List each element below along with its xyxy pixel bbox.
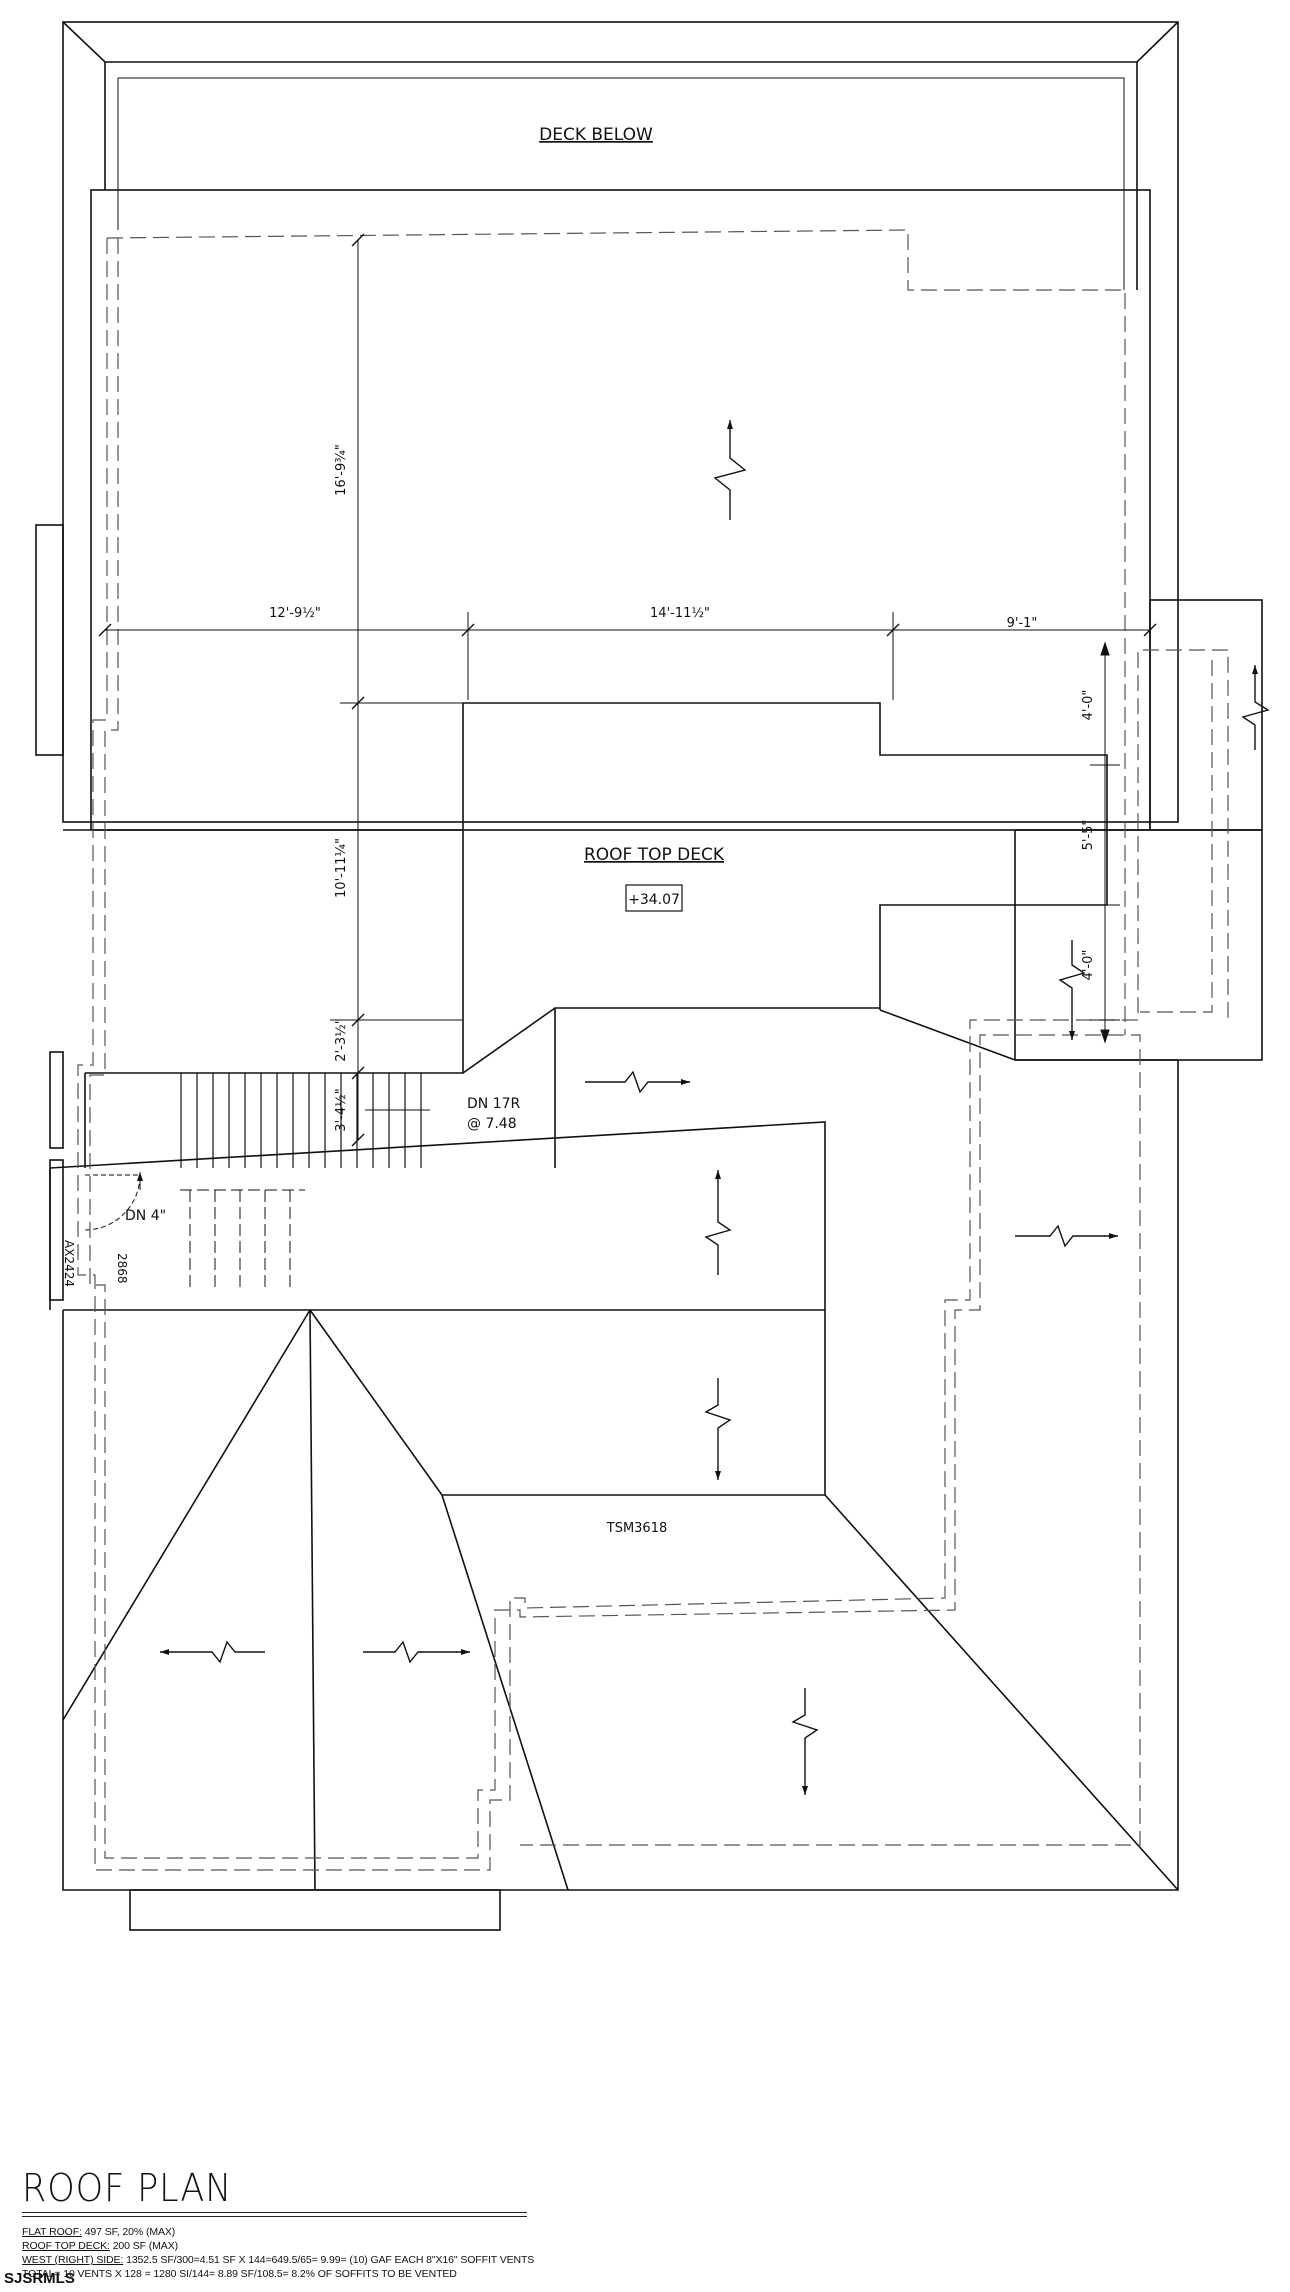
dim-right-top: 4'-0" [1081,690,1096,721]
total-vents-note: TOTAL= 10 VENTS X 128 = 1280 SI/144= 8.8… [22,2268,457,2280]
slope-arrow-east-deck [585,1070,690,1094]
slope-arrow-down-right [1058,940,1086,1040]
slope-arrow-right-bump [1241,665,1270,750]
west-side-value: 1352.5 SF/300=4.51 SF X 144=649.5/65= 9.… [123,2254,535,2266]
slope-arrow-east-hip [363,1640,470,1664]
roof-top-deck-note-label: ROOF TOP DECK: [22,2240,110,2252]
dimension-arrowheads [1100,641,1110,1044]
overhang-dashed-lines [77,229,1229,1871]
title-rule-second [22,2216,527,2217]
stair-riser-label: @ 7.48 [467,1116,517,1132]
dim-width-right: 9'-1" [1007,616,1038,631]
flat-roof-label: FLAT ROOF: [22,2226,82,2238]
west-side-label: WEST (RIGHT) SIDE: [22,2254,124,2266]
roof-top-deck-label: ROOF TOP DECK [584,845,725,865]
stair-down-label: DN 17R [467,1096,521,1112]
deck-below-label: DECK BELOW [539,125,653,145]
elevation-box [625,884,683,912]
roof-outline-lines [35,21,1263,1931]
dim-height-top: 16'-9¾" [334,444,349,496]
west-side-note: WEST (RIGHT) SIDE: 1352.5 SF/300=4.51 SF… [22,2253,582,2267]
dimension-ticks [98,233,1157,1147]
dimension-lines [105,240,1150,1190]
dim-width-left: 12'-9½" [269,606,321,621]
ax-label: AX2424 [62,1240,76,1287]
slope-arrow-west [160,1640,265,1664]
slope-arrow-north-lower [704,1170,732,1275]
dim-height-stair: 3'-4½" [334,1088,349,1131]
stair-treads [180,1073,422,1168]
roof-top-deck-note: ROOF TOP DECK: 200 SF (MAX) [22,2239,582,2253]
slope-arrow-east-right [1015,1224,1118,1248]
flat-roof-value: 497 SF, 20% (MAX) [81,2226,176,2238]
slope-arrow-south-bottom [791,1688,819,1795]
tsm-label: TSM3618 [606,1521,668,1536]
dim-right-mid: 5'-5" [1081,820,1096,851]
elevation-label: +34.07 [628,892,680,908]
door-label: 2868 [115,1253,129,1284]
lower-stair-dashed [180,1189,305,1290]
dim-right-bottom: 4'-0" [1081,950,1096,981]
dim-height-small: 2'-3½" [334,1018,349,1061]
roof-plan-title: ROOF PLAN [22,2166,233,2210]
dn-small-label: DN 4" [125,1208,166,1224]
dim-height-mid: 10'-11¼" [334,838,349,898]
roof-top-deck-note-value: 200 SF (MAX) [109,2240,179,2252]
flat-roof-note: FLAT ROOF: 497 SF, 20% (MAX) [22,2225,582,2239]
roof-plan-notes: ROOF PLAN FLAT ROOF: 497 SF, 20% (MAX) R… [22,2168,582,2281]
title-rule [22,2212,527,2213]
slope-arrows [160,420,1270,1795]
slope-arrow-south-lower [704,1378,732,1480]
dim-width-mid: 14'-11½" [650,606,710,621]
mls-watermark: SJSRMLS [4,2270,75,2287]
slope-arrow-up-main [713,420,747,520]
